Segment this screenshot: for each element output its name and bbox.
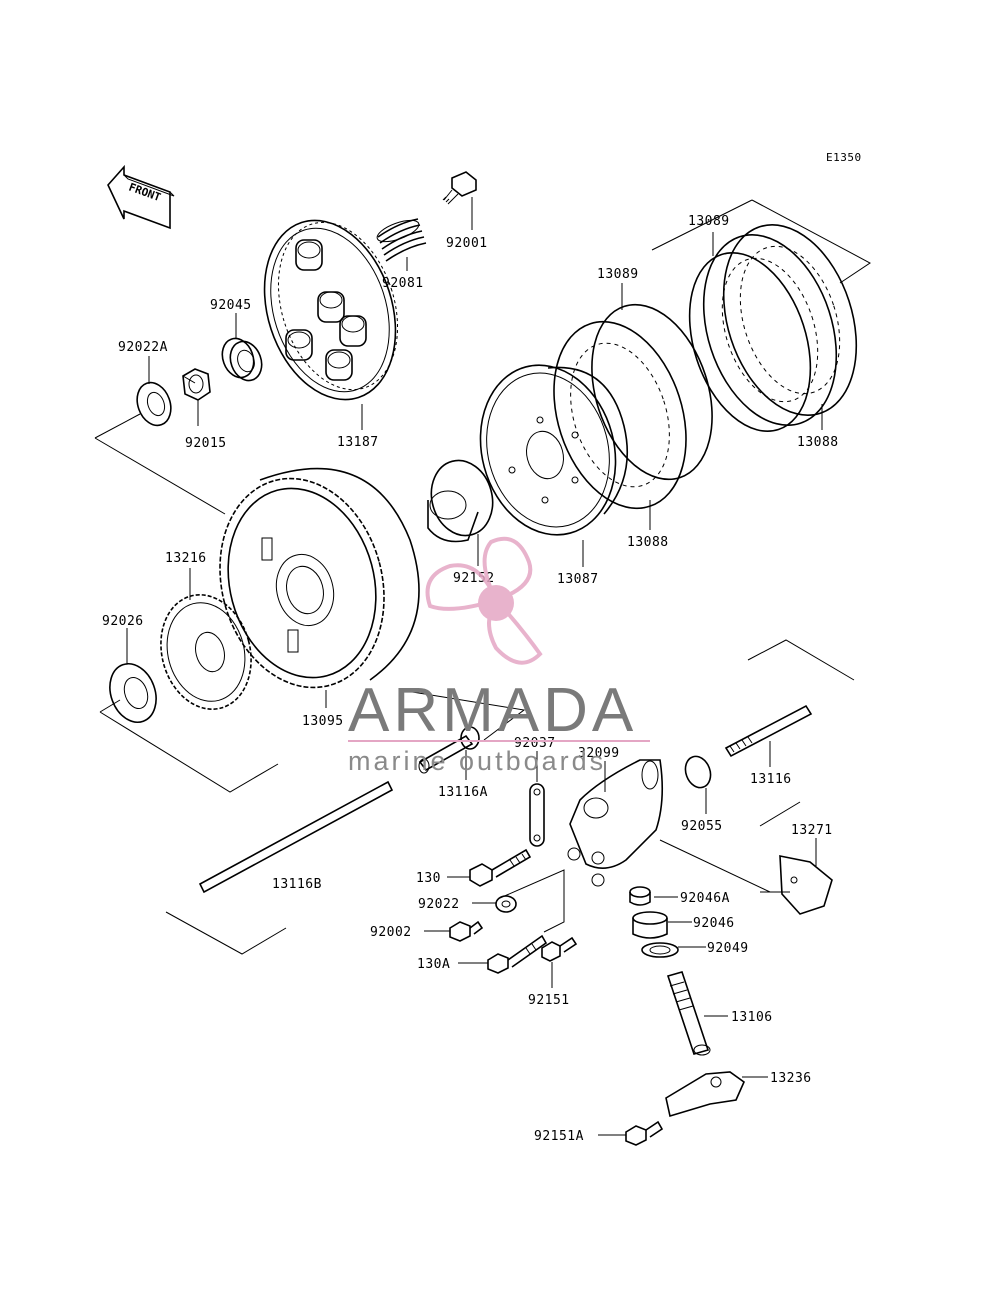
seal-92049	[641, 942, 679, 958]
label-13089-b: 13089	[597, 267, 639, 282]
label-92046A: 92046A	[680, 891, 730, 906]
label-92015: 92015	[185, 436, 227, 451]
label-92026: 92026	[102, 614, 144, 629]
label-13271: 13271	[791, 823, 833, 838]
label-13216: 13216	[165, 551, 207, 566]
bracket-13271	[779, 855, 833, 915]
steel-plate-13089-right	[688, 252, 812, 432]
front-arrow-label: FRONT	[127, 181, 163, 205]
bolt-130	[469, 848, 532, 887]
label-92151: 92151	[528, 993, 570, 1008]
label-92081: 92081	[382, 276, 424, 291]
label-92055: 92055	[681, 819, 723, 834]
clutch-housing-13095	[219, 467, 420, 689]
bolt-130A	[487, 934, 548, 974]
label-13095: 13095	[302, 714, 344, 729]
lever-92037	[529, 783, 545, 847]
bolt-92151A	[625, 1120, 664, 1146]
armada-propeller-logo	[425, 536, 543, 665]
diagram-code: E1350	[826, 151, 862, 164]
label-92151A: 92151A	[534, 1129, 584, 1144]
label-13088-a: 13088	[797, 435, 839, 450]
label-32099: 32099	[578, 746, 620, 761]
label-13187: 13187	[337, 435, 379, 450]
release-shaft-13106	[666, 971, 711, 1056]
o-ring-92055	[684, 755, 712, 789]
label-13116A: 13116A	[438, 785, 488, 800]
label-13088-b: 13088	[627, 535, 669, 550]
label-92037: 92037	[514, 736, 556, 751]
pin-13116A	[418, 726, 480, 774]
label-13087: 13087	[557, 572, 599, 587]
housing-32099	[567, 759, 664, 887]
bolt-92001	[442, 171, 477, 205]
label-13236: 13236	[770, 1071, 812, 1086]
steel-plate-13089-left	[591, 303, 713, 481]
bearing-92045	[221, 337, 263, 382]
label-13116B: 13116B	[272, 877, 322, 892]
label-92022: 92022	[418, 897, 460, 912]
label-92049: 92049	[707, 941, 749, 956]
label-13106: 13106	[731, 1010, 773, 1025]
label-92022A: 92022A	[118, 340, 168, 355]
spring-92081	[376, 218, 427, 262]
watermark-title: ARMADA	[348, 676, 637, 745]
pushrod-13116B	[198, 780, 394, 894]
label-92152: 92152	[453, 571, 495, 586]
bushing-92046	[632, 911, 668, 939]
friction-plate-13088-right	[702, 224, 858, 426]
label-92001: 92001	[446, 236, 488, 251]
label-92046: 92046	[693, 916, 735, 931]
washer-92026	[109, 663, 157, 723]
gear-13216	[160, 594, 252, 710]
clutch-hub-13087	[479, 364, 629, 536]
seal-92046A	[629, 886, 651, 906]
washer-92022	[495, 895, 517, 913]
label-130A: 130A	[417, 957, 450, 972]
label-13116: 13116	[750, 772, 792, 787]
nut-92015	[182, 368, 211, 401]
pin-13116	[724, 704, 813, 758]
watermark-subtitle: marine outboards	[348, 746, 606, 776]
lever-13236	[665, 1071, 745, 1118]
bolt-92002	[449, 920, 484, 942]
washer-92022A	[136, 381, 172, 427]
pressure-plate-13187	[263, 219, 399, 401]
sleeve-92152	[427, 459, 494, 543]
label-92002: 92002	[370, 925, 412, 940]
bolt-92151	[541, 936, 578, 962]
label-130: 130	[416, 871, 441, 886]
front-arrow-icon: FRONT	[107, 164, 175, 230]
label-92045: 92045	[210, 298, 252, 313]
